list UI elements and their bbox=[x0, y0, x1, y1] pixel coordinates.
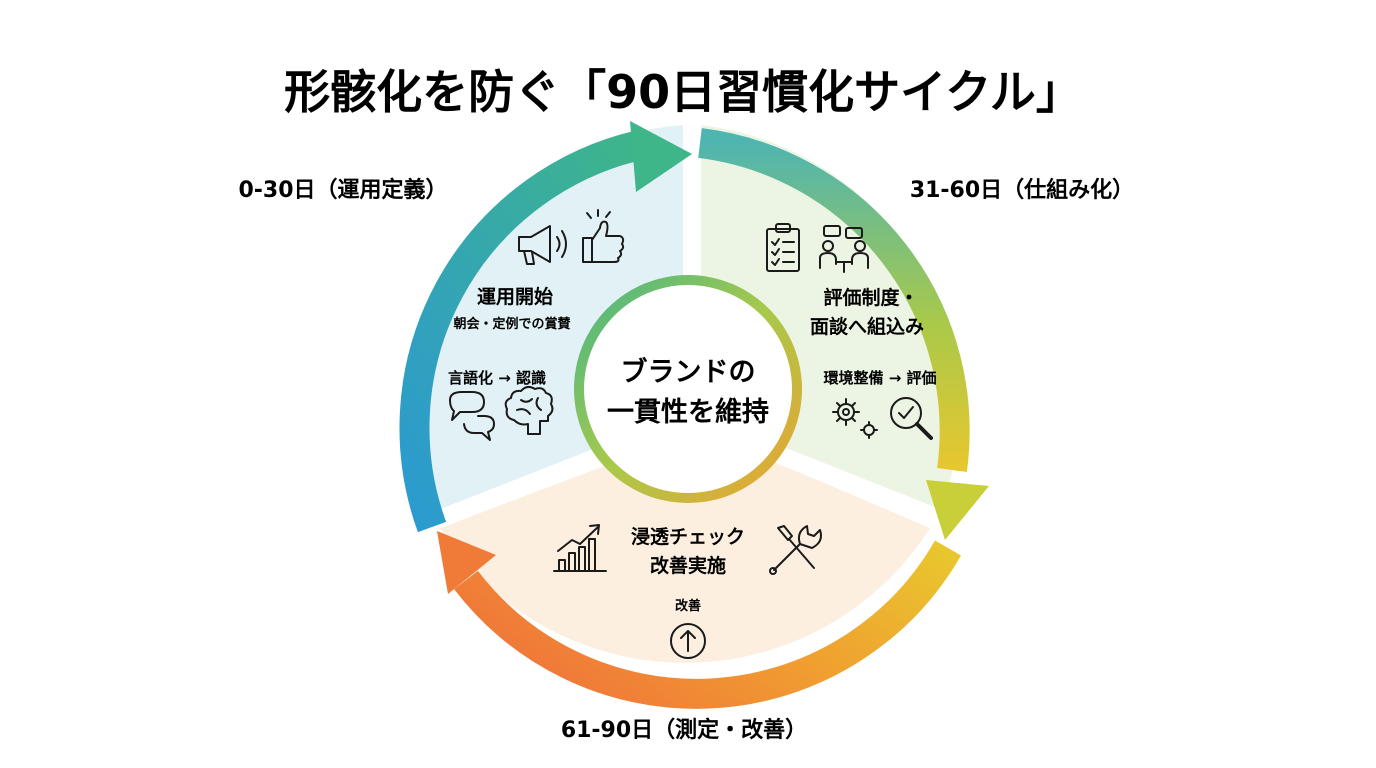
arc-system bbox=[698, 128, 970, 473]
tools-icon bbox=[769, 525, 822, 575]
center-text-line2: 一貫性を維持 bbox=[607, 397, 769, 428]
growth-chart-icon bbox=[553, 524, 607, 572]
megaphone-icon bbox=[518, 225, 567, 265]
system-flow: 環境整備 → 評価 bbox=[823, 369, 936, 387]
arrowhead-improve bbox=[437, 531, 496, 594]
center-hub bbox=[584, 285, 792, 493]
define-heading: 運用開始 bbox=[477, 285, 553, 308]
arc-improve bbox=[454, 540, 962, 709]
define-sub: 朝会・定例での賞賛 bbox=[453, 316, 571, 332]
arrowhead-system bbox=[926, 480, 989, 540]
phase-label-system: 31-60日（仕組み化） bbox=[910, 177, 1134, 203]
gears-icon bbox=[832, 398, 878, 439]
arrowhead-define bbox=[630, 121, 692, 192]
phase-label-define: 0-30日（運用定義） bbox=[238, 177, 447, 203]
system-heading-line1: 評価制度・ bbox=[823, 286, 918, 309]
define-flow: 言語化 → 認識 bbox=[448, 369, 546, 387]
checklist-icon bbox=[766, 223, 800, 272]
improve-small-label: 改善 bbox=[675, 598, 701, 614]
segment-improve-bg bbox=[440, 430, 930, 663]
phase-label-improve: 61-90日（測定・改善） bbox=[561, 717, 807, 743]
brain-icon bbox=[504, 385, 554, 435]
thumbs-up-icon bbox=[582, 209, 625, 263]
arc-define bbox=[399, 130, 644, 533]
improve-heading-line2: 改善実施 bbox=[650, 554, 726, 577]
center-text-line1: ブランドの bbox=[621, 356, 756, 388]
improve-heading-line1: 浸透チェック bbox=[631, 526, 745, 548]
magnifier-check-icon bbox=[890, 397, 933, 440]
speech-bubbles-icon bbox=[449, 391, 495, 441]
system-heading-line2: 面談へ組込み bbox=[810, 315, 924, 338]
up-arrow-circle-icon bbox=[670, 623, 706, 659]
page-title: 形骸化を防ぐ「90日習慣化サイクル」 bbox=[284, 65, 1082, 119]
meeting-icon bbox=[819, 225, 869, 273]
